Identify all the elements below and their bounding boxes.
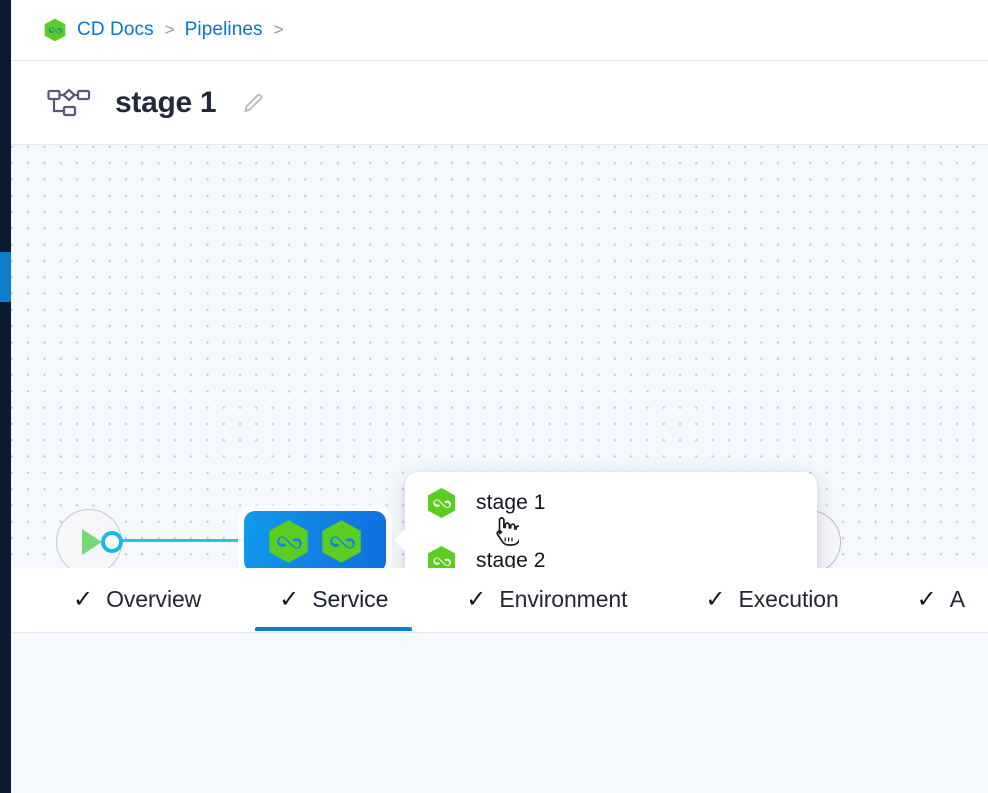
play-triangle-icon — [81, 529, 102, 555]
tab-advanced[interactable]: ✓ A — [893, 568, 988, 631]
tab-label: Environment — [499, 586, 628, 612]
tab-service[interactable]: ✓ Service — [255, 568, 413, 631]
check-icon: ✓ — [705, 585, 726, 613]
tab-execution[interactable]: ✓ Execution — [681, 568, 862, 631]
tab-overview[interactable]: ✓ Overview — [49, 568, 225, 631]
check-icon: ✓ — [916, 585, 937, 613]
tab-label: Service — [312, 586, 389, 612]
hexagon-infinity-icon — [427, 487, 456, 519]
left-nav-active-indicator — [0, 252, 11, 302]
check-icon: ✓ — [279, 585, 300, 613]
breadcrumb-link-label[interactable]: Pipelines — [184, 19, 263, 40]
breadcrumb-item-cd-docs[interactable]: CD Docs — [77, 19, 154, 41]
page-title: stage 1 — [115, 85, 217, 119]
pipeline-stage-flow-icon — [47, 88, 91, 118]
harness-hexagon-infinity-icon — [44, 18, 66, 42]
breadcrumb-separator: > — [164, 20, 175, 39]
pipeline-canvas[interactable]: stage 1 + 1 more stages Add Stage stage … — [11, 145, 988, 568]
hexagon-infinity-icon — [321, 519, 362, 564]
service-form-panel: Select Service Kubernetes — [11, 632, 988, 793]
popup-item-stage-2[interactable]: stage 2 — [405, 532, 817, 568]
breadcrumb-item-pipelines[interactable]: Pipelines — [185, 19, 263, 41]
hexagon-infinity-icon — [268, 519, 309, 564]
hexagon-infinity-icon — [427, 545, 456, 568]
left-nav-rail — [0, 0, 11, 793]
popup-item-stage-1[interactable]: stage 1 — [405, 474, 817, 532]
tab-label: Overview — [106, 586, 202, 612]
stage-group-node[interactable] — [244, 511, 386, 568]
check-icon: ✓ — [73, 585, 94, 613]
stage-config-tabs: ✓ Overview ✓ Service ✓ Environment ✓ Exe… — [11, 568, 988, 632]
pencil-edit-icon[interactable] — [238, 88, 268, 118]
tab-label: A — [949, 586, 965, 612]
pipeline-edge — [119, 539, 249, 542]
popup-item-label: stage 2 — [476, 549, 546, 568]
tab-environment[interactable]: ✓ Environment — [442, 568, 651, 631]
breadcrumb: CD Docs > Pipelines > — [11, 0, 988, 61]
popup-item-label: stage 1 — [476, 491, 546, 514]
stage-list-popup: stage 1 stage 2 — [405, 472, 817, 568]
check-icon: ✓ — [466, 585, 487, 613]
breadcrumb-separator: > — [273, 20, 284, 39]
tab-label: Execution — [738, 586, 839, 612]
breadcrumb-link-label[interactable]: CD Docs — [77, 19, 154, 40]
page-title-bar: stage 1 — [11, 61, 988, 145]
connector-dot[interactable] — [101, 531, 123, 553]
